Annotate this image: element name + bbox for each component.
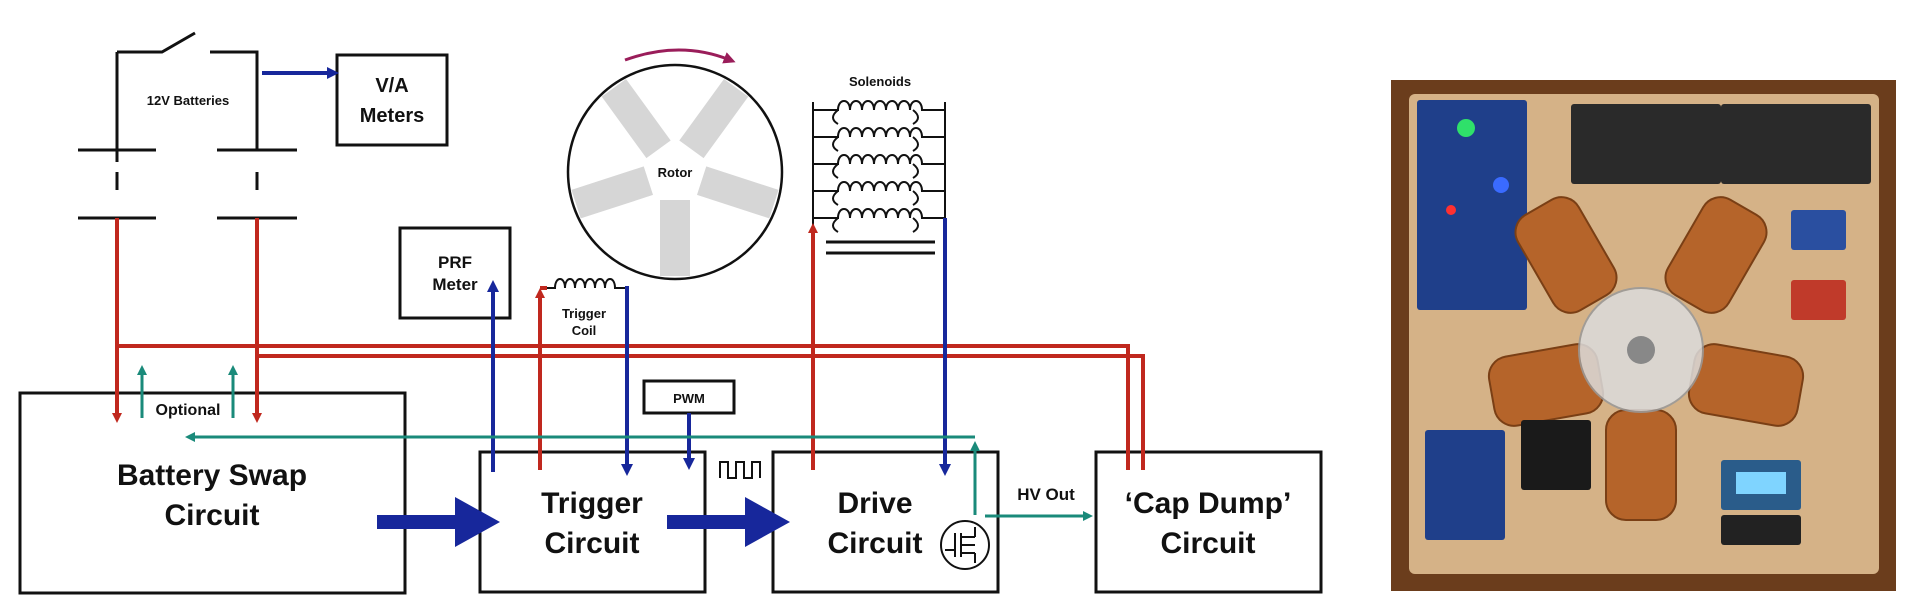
cap-dump-label-1: ‘Cap Dump’: [1125, 487, 1292, 520]
mosfet-icon: [940, 520, 990, 570]
switch-icon: [117, 31, 196, 54]
trigger-circuit-label-2: Circuit: [544, 527, 639, 560]
coil-pinwheel: [1487, 196, 1805, 521]
battery-swap-label-2: Circuit: [164, 499, 259, 532]
drive-circuit-label-1: Drive: [837, 487, 912, 520]
va-meters-label-1: V/A: [375, 75, 408, 97]
drive-circuit-label-2: Circuit: [827, 527, 922, 560]
battery-2: [1721, 104, 1871, 184]
trigger-circuit-label-1: Trigger: [541, 487, 643, 520]
va-meters-box: [335, 53, 449, 147]
trigger-coil-label-1: Trigger: [562, 306, 606, 321]
rotation-arrow-icon: [624, 48, 736, 64]
solenoid-coils-icon: [812, 100, 946, 255]
relay-block: [1521, 420, 1591, 490]
rotor-label: Rotor: [658, 165, 693, 180]
va-meters-label-2: Meters: [360, 105, 424, 127]
flow-arrow-swap-to-trigger: [377, 497, 500, 547]
optional-wires: [137, 365, 1093, 521]
square-wave-icon: [719, 461, 761, 479]
batteries-label: 12V Batteries: [147, 93, 229, 108]
pwm-box: [642, 379, 736, 415]
battery-1: [1571, 104, 1721, 184]
battery-swap-label-1: Battery Swap: [117, 459, 307, 492]
cap-dump-circuit-box: [1094, 450, 1323, 594]
solenoids-label: Solenoids: [849, 74, 911, 89]
prf-meter-label-1: PRF: [438, 253, 472, 272]
swap-board: [1425, 430, 1505, 540]
flow-arrow-trigger-to-drive: [667, 497, 790, 547]
rotor-vanes: [571, 79, 779, 276]
battery-bank: [78, 31, 297, 220]
hv-out-label: HV Out: [1017, 485, 1075, 504]
trigger-coil-label-2: Coil: [572, 323, 597, 338]
positive-wires: [112, 218, 1145, 470]
prf-meter-label-2: Meter: [432, 275, 478, 294]
cap-dump-label-2: Circuit: [1160, 527, 1255, 560]
rotor: Rotor: [566, 48, 784, 281]
control-board: [1417, 100, 1527, 310]
device-photo: [1391, 80, 1896, 591]
optional-label: Optional: [156, 402, 221, 419]
battery-swap-circuit-box: [18, 391, 407, 595]
trigger-coil-icon: [540, 278, 625, 289]
flow-arrows: [377, 497, 790, 547]
pwm-label: PWM: [673, 391, 705, 406]
